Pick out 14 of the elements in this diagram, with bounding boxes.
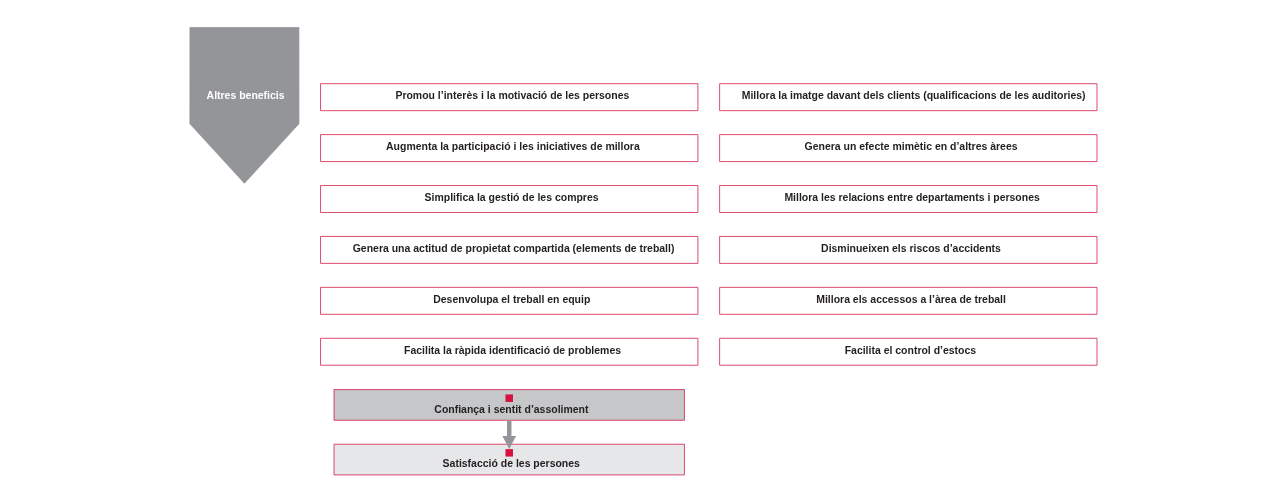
node-box: Simplifica la gestió de les compres [319,185,698,213]
node-box: Augmenta la participació i les iniciatives de millora [319,134,698,162]
node-box: Satisfacció de les persones [333,443,685,476]
node-box: Promou l’interès i la motivació de les persones [319,83,698,112]
node-box: Confiança i sentit d’assoliment [333,389,685,421]
node-box: Facilita el control d’estocs [718,337,1097,366]
node-box: Millora les relacions entre departaments i persones [718,185,1097,213]
node-box: Genera una actitud de propietat compartida (elements de treball) [319,236,698,264]
node-box: Genera un efecte mimètic en d’altres àrees [718,134,1097,162]
node-box: Millora la imatge davant dels clients (qualificacions de les auditories) [718,83,1097,112]
node-box: Disminueixen els riscos d’accidents [718,236,1097,264]
node-box: Desenvolupa el treball en equip [319,287,698,315]
node-box: Millora els accessos a l’àrea de treball [718,287,1097,315]
node-box: Facilita la ràpida identificació de problemes [319,337,698,366]
